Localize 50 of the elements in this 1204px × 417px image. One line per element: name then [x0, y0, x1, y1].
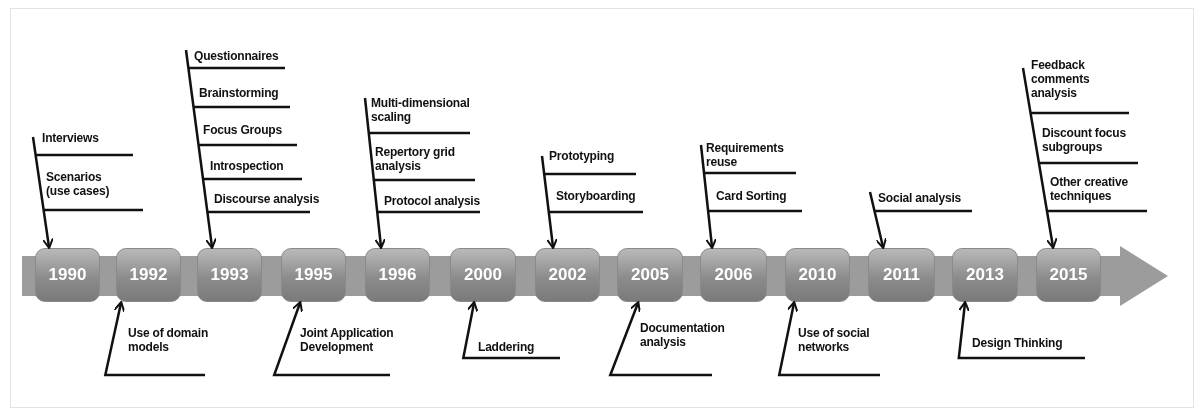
year-box: 1992 — [116, 248, 181, 302]
year-box: 2005 — [617, 248, 683, 302]
technique-label: Use of social networks — [798, 326, 888, 354]
arrow — [868, 190, 974, 249]
technique-label: Protocol analysis — [384, 194, 494, 208]
year-box: 2010 — [785, 248, 850, 302]
technique-label: Focus Groups — [203, 123, 333, 137]
technique-label: Social analysis — [878, 191, 988, 205]
arrow — [272, 301, 390, 377]
arrow — [777, 301, 880, 377]
technique-label: Introspection — [210, 159, 340, 173]
technique-label: Questionnaires — [194, 49, 324, 63]
year-box: 1990 — [35, 248, 100, 302]
arrow — [1021, 66, 1149, 249]
technique-label: Prototyping — [549, 149, 679, 163]
technique-label: Discourse analysis — [214, 192, 339, 206]
year-box: 1993 — [197, 248, 262, 302]
technique-label: Storyboarding — [556, 189, 686, 203]
technique-label: Documentation analysis — [640, 321, 740, 349]
arrow — [363, 96, 482, 249]
arrow — [184, 48, 312, 249]
arrow — [699, 143, 804, 249]
technique-label: Feedback comments analysis — [1031, 58, 1111, 100]
arrow — [461, 301, 560, 360]
arrow — [103, 301, 205, 377]
arrow — [540, 154, 645, 249]
arrow — [31, 135, 145, 249]
year-box: 2011 — [868, 248, 935, 302]
technique-label: Repertory grid analysis — [375, 145, 475, 173]
technique-label: Joint Application Development — [300, 326, 400, 354]
year-box: 2015 — [1036, 248, 1101, 302]
year-box: 2006 — [700, 248, 767, 302]
year-box: 2013 — [952, 248, 1018, 302]
technique-label: Card Sorting — [716, 189, 846, 203]
technique-label: Scenarios (use cases) — [46, 170, 126, 198]
year-box: 1995 — [281, 248, 346, 302]
arrow — [608, 301, 712, 377]
technique-label: Other creative techniques — [1050, 175, 1145, 203]
technique-label: Brainstorming — [199, 86, 329, 100]
year-box: 2000 — [450, 248, 516, 302]
technique-label: Design Thinking — [972, 336, 1092, 350]
technique-label: Discount focus subgroups — [1042, 126, 1142, 154]
arrow — [957, 301, 1085, 360]
technique-label: Use of domain models — [128, 326, 223, 354]
year-box: 2002 — [535, 248, 600, 302]
technique-label: Multi-dimensional scaling — [371, 96, 486, 124]
technique-label: Requirements reuse — [706, 141, 801, 169]
year-box: 1996 — [365, 248, 430, 302]
technique-label: Interviews — [42, 131, 172, 145]
technique-label: Laddering — [478, 340, 568, 354]
